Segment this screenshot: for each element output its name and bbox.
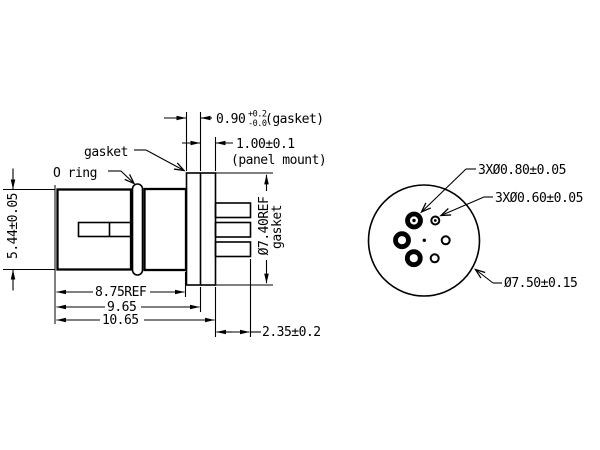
side-view: [54, 172, 252, 324]
connector-body-front: [56, 188, 133, 271]
leader-arrow: [145, 149, 186, 172]
dim-gasket-tol-plus: +0.2: [248, 110, 267, 120]
side-view-dimensions: 5.44±0.05 0.90 +0.2 -0.0 (gasket) 1.00±0…: [3, 110, 327, 340]
large-hole-bottom-left: [404, 249, 423, 268]
o-ring-label: O ring: [53, 166, 97, 181]
leader-arrow: [439, 196, 485, 217]
dim-large-holes: 3XØ0.80±0.05: [478, 163, 566, 178]
dim-panel-suffix: (panel mount): [231, 153, 326, 168]
o-ring: [131, 183, 144, 276]
dim-gasket-tol-minus: -0.0: [248, 119, 267, 129]
dim-outer-diameter: Ø7.50±0.15: [504, 276, 577, 291]
mounting-tooth-top: [214, 202, 252, 219]
leader-arrow: [474, 268, 494, 284]
dim-length-to-panel: 10.65: [102, 313, 139, 328]
connector-body-rear: [143, 187, 188, 272]
dim-gasket-diameter-label: gasket: [270, 205, 285, 249]
coupling-slot: [77, 221, 132, 238]
dim-panel-value: 1.00±0.1: [236, 137, 295, 152]
small-hole-right: [440, 235, 451, 246]
end-view: 3XØ0.80±0.05 3XØ0.60±0.05 Ø7.50±0.15: [367, 163, 583, 297]
dim-length-to-gasket: 9.65: [107, 300, 136, 315]
hole-center-dot: [412, 218, 416, 223]
dim-gasket-value: 0.90: [216, 112, 245, 127]
dim-body-length: 8.75REF: [95, 285, 147, 300]
mounting-tooth-bottom: [214, 241, 252, 258]
hole-center-dot: [433, 219, 437, 222]
large-hole-top-left: [405, 211, 423, 230]
small-hole-bottom-right: [429, 253, 440, 264]
dim-gasket-diameter: Ø7.40REF: [257, 196, 272, 255]
dim-rear-length: 2.35±0.2: [262, 325, 321, 340]
connector-face-outline: [367, 184, 481, 297]
leader-arrow: [420, 168, 467, 214]
face-center-mark: [422, 238, 426, 242]
mounting-tooth-middle: [214, 221, 252, 238]
gasket-label: gasket: [84, 145, 128, 160]
leader-arrow: [120, 170, 136, 185]
small-hole-top-right: [430, 215, 441, 226]
dim-small-holes: 3XØ0.60±0.05: [495, 191, 583, 206]
dim-gasket-suffix: (gasket): [265, 112, 324, 127]
dim-body-height: 5.44±0.05: [6, 193, 21, 259]
large-hole-left: [393, 231, 411, 250]
